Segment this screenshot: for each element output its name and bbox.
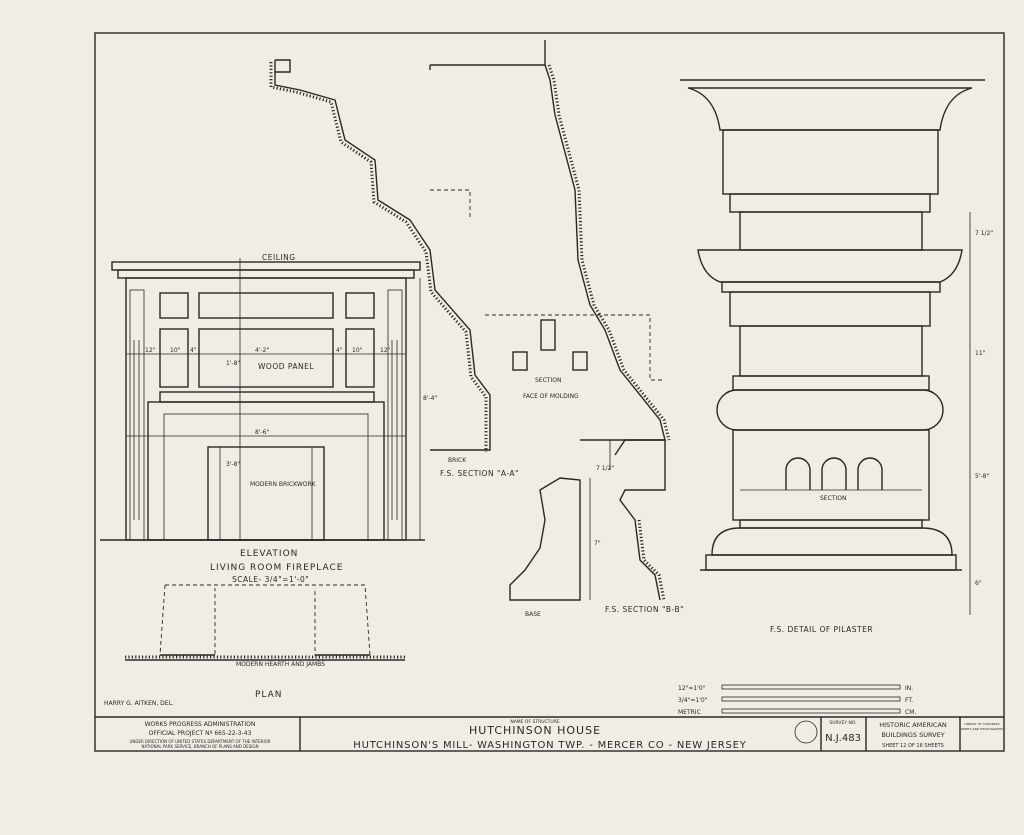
habs-line-2: BUILDINGS SURVEY <box>881 731 944 739</box>
face-of-molding-label: FACE OF MOLDING <box>523 393 579 400</box>
name-of-structure-label: NAME OF STRUCTURE <box>510 719 559 725</box>
agency-line-1: WORKS PROGRESS ADMINISTRATION <box>145 721 256 728</box>
sheet-border <box>94 32 1005 752</box>
dim-7-half-bb: 7 1/2" <box>596 465 614 472</box>
survey-no-label: SURVEY NO. <box>829 720 856 726</box>
plan-title: PLAN <box>255 690 283 700</box>
dim-10-right: 10" <box>352 347 363 354</box>
elevation-scale: SCALE- 3/4"=1'-0" <box>232 575 309 584</box>
dim-12-right: 12" <box>380 347 391 354</box>
elevation-subtitle: LIVING ROOM FIREPLACE <box>210 563 343 573</box>
title-block <box>95 716 1004 751</box>
hearth-label: MODERN HEARTH AND JAMBS <box>236 661 325 668</box>
ceiling-label: CEILING <box>262 253 296 262</box>
structure-name: HUTCHINSON HOUSE <box>469 724 601 737</box>
loc-stamp-1: LIBRARY OF CONGRESS <box>964 722 999 726</box>
section-label-aa: SECTION <box>535 377 561 384</box>
section-bb-profile <box>509 439 666 601</box>
pilaster-title: F.S. DETAIL OF PILASTER <box>770 625 873 634</box>
dim-8-6: 8'-6" <box>255 429 269 436</box>
dim-7-bb: 7" <box>594 540 601 547</box>
dim-5-8-pil: 5'-8" <box>975 473 989 480</box>
dim-7-half-pil: 7 1/2" <box>975 230 993 237</box>
dim-10-left: 10" <box>170 347 181 354</box>
fireplace-elevation <box>100 258 425 541</box>
brickwork-label: MODERN BRICKWORK <box>250 481 317 488</box>
dim-4-right: 4" <box>336 347 343 354</box>
agency-line-4: NATIONAL PARK SERVICE, BRANCH OF PLANS A… <box>141 744 258 749</box>
section-aa-title: F.S. SECTION "A-A" <box>440 469 519 478</box>
graphic-scales <box>721 684 901 714</box>
pilaster-section-label: SECTION <box>820 495 846 502</box>
dim-3-8: 3'-8" <box>226 461 240 468</box>
pilaster-detail <box>680 79 985 615</box>
dim-4-2: 4'-2" <box>255 347 269 354</box>
dim-4-left: 4" <box>190 347 197 354</box>
sheet-number: SHEET 12 OF 16 SHEETS <box>882 743 944 749</box>
base-label: BASE <box>525 611 541 618</box>
structure-location: HUTCHINSON'S MILL- WASHINGTON TWP. - MER… <box>353 740 747 751</box>
scale-3-4in: 3/4"=1'0" <box>678 697 708 704</box>
delineator: HARRY G. AITKEN, DEL. <box>104 700 174 707</box>
unit-ft: FT. <box>905 697 913 704</box>
brick-label: BRICK <box>448 457 467 464</box>
section-bb-title: F.S. SECTION "B-B" <box>605 605 684 614</box>
habs-line-1: HISTORIC AMERICAN <box>879 721 947 729</box>
agency-line-3: UNDER DIRECTION OF UNITED STATES DEPARTM… <box>129 739 270 744</box>
scale-metric: METRIC <box>678 709 701 716</box>
dim-6-pil: 6" <box>975 580 982 587</box>
dim-1-8: 1'-8" <box>226 360 240 367</box>
elevation-title: ELEVATION <box>240 549 298 559</box>
agency-line-2: OFFICIAL PROJECT Nº 665-22-3-43 <box>149 730 252 737</box>
wood-panel-label: WOOD PANEL <box>258 362 314 371</box>
survey-number: N.J.483 <box>825 733 861 744</box>
survey-seal-icon <box>794 720 818 744</box>
unit-cm: CM. <box>905 709 916 716</box>
unit-in: IN. <box>905 685 913 692</box>
hearth-plan <box>125 584 405 661</box>
dim-11-pil: 11" <box>975 350 986 357</box>
scale-12in: 12"=1'0" <box>678 685 706 692</box>
section-aa-profile <box>269 40 671 456</box>
dim-8-4: 8'-4" <box>423 395 437 402</box>
dim-12-left: 12" <box>145 347 156 354</box>
loc-stamp-2: PRINTS AND PHOTOGRAPHS <box>961 727 1003 731</box>
